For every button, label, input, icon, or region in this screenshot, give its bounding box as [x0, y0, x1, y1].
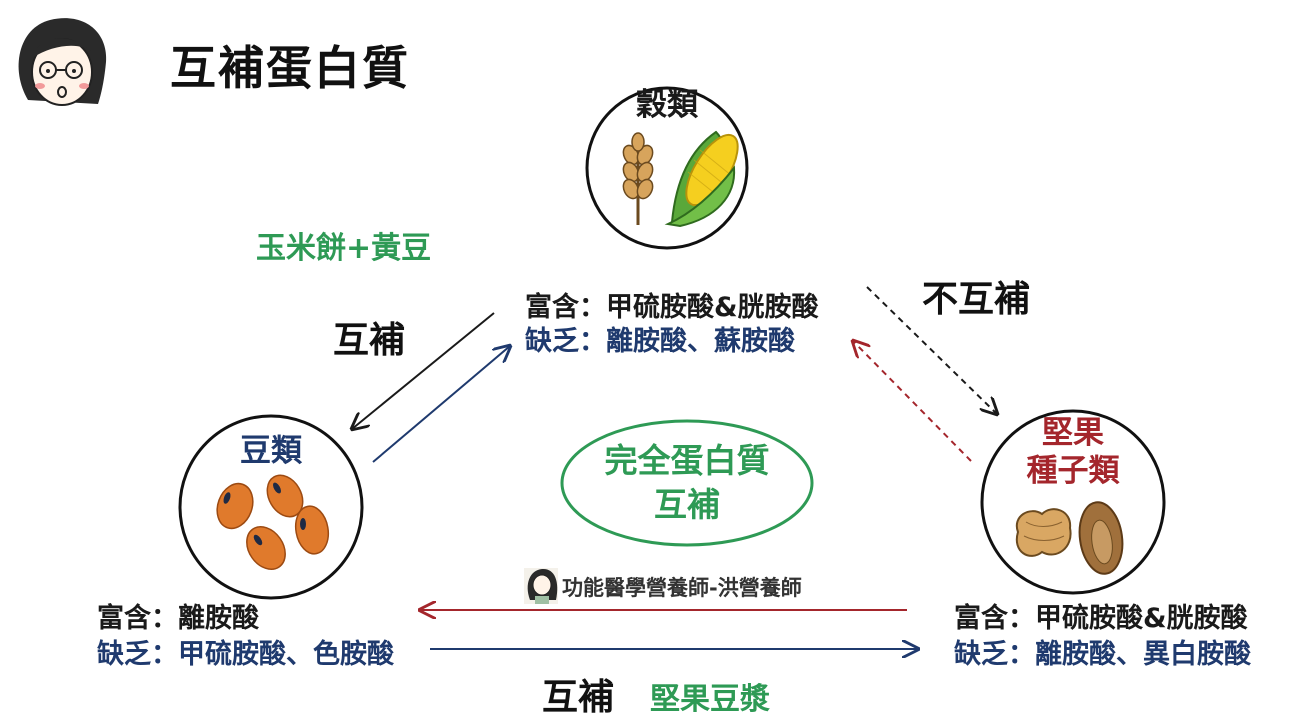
wheat-icon [622, 132, 654, 225]
arrow-grains-to-nuts [866, 286, 997, 414]
center-line1: 完全蛋白質 [604, 441, 770, 480]
bottom-example: 堅果豆漿 [650, 682, 770, 717]
arrow-grains-to-beans [352, 312, 495, 429]
right-relation-label: 不互補 [922, 279, 1031, 320]
almond-icon [1078, 501, 1124, 575]
nuts-lack: 缺乏：離胺酸、異白胺酸 [954, 639, 1251, 670]
center-line2: 互補 [654, 485, 720, 524]
grains-lack: 缺乏：離胺酸、蘇胺酸 [525, 326, 795, 357]
grains-label: 穀類 [636, 87, 698, 123]
center-oval [560, 419, 814, 547]
watermark-text: 功能醫學營養師-洪營養師 [562, 576, 802, 600]
bottom-relation-label: 互補 [542, 677, 615, 718]
arrow-nuts-to-grains [853, 341, 972, 462]
nuts-rich: 富含：甲硫胺酸&胱胺酸 [954, 603, 1248, 634]
left-relation-label: 互補 [333, 320, 406, 361]
watermark-avatar-icon [524, 568, 558, 604]
peanut-icon [1015, 508, 1072, 557]
nuts-label-line1: 堅果 [1042, 415, 1104, 451]
corn-icon [664, 130, 739, 228]
beans-label: 豆類 [240, 433, 302, 469]
beans-lack: 缺乏：甲硫胺酸、色胺酸 [97, 639, 394, 670]
bean-icon [216, 474, 330, 570]
page-title: 互補蛋白質 [170, 41, 410, 95]
left-example: 玉米餅+黃豆 [256, 231, 432, 266]
arrow-beans-to-grains [372, 346, 510, 463]
nuts-label-line2: 種子類 [1026, 453, 1120, 489]
grains-rich: 富含：甲硫胺酸&胱胺酸 [525, 292, 819, 323]
beans-rich: 富含：離胺酸 [97, 603, 259, 634]
avatar-icon [18, 18, 107, 106]
